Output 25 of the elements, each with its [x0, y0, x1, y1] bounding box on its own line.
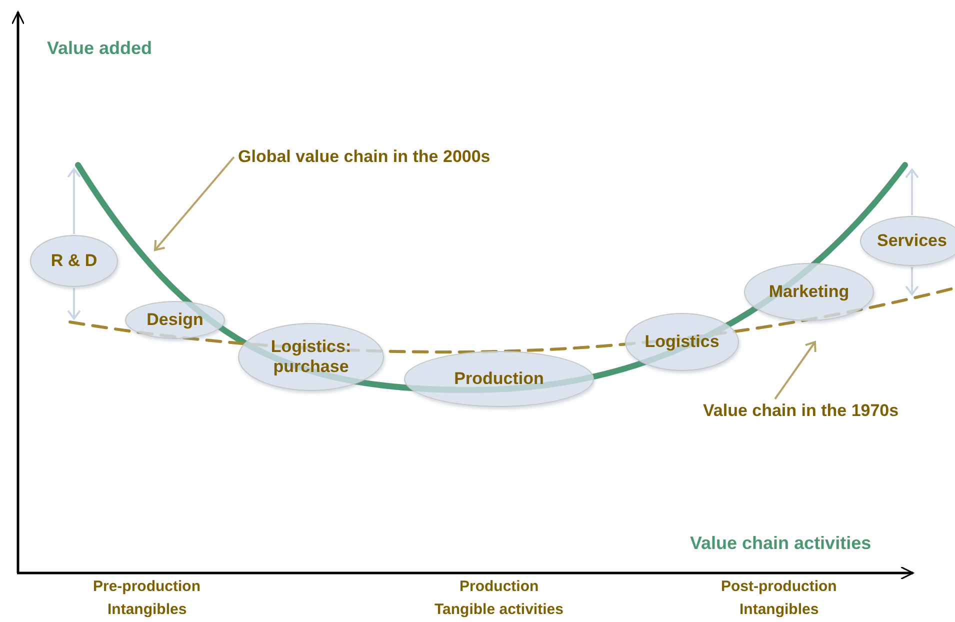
activity-label: Logistics: purchase — [270, 337, 352, 377]
activity-ellipse — [30, 235, 118, 287]
axis-title: Value added — [47, 38, 152, 59]
activity-label: Logistics — [644, 332, 720, 352]
phase-label: Tangible activities — [434, 601, 564, 618]
callout-text: Value chain in the 1970s — [703, 401, 899, 421]
leader-line — [774, 341, 816, 400]
arrow — [67, 288, 81, 320]
leader-line — [154, 156, 235, 251]
phase-label: Production — [460, 578, 539, 595]
activity-label: R & D — [50, 251, 98, 271]
arrow — [905, 267, 919, 296]
arrow — [905, 168, 919, 215]
axis-title: Value chain activities — [690, 533, 872, 554]
activity-label: Production — [454, 369, 544, 389]
activity-label: Marketing — [768, 282, 850, 302]
phase-label: Post-production — [721, 578, 837, 595]
activity-label: Design — [146, 310, 204, 330]
callout-text: Global value chain in the 2000s — [238, 147, 490, 167]
phase-label: Intangibles — [108, 601, 187, 618]
phase-label: Intangibles — [740, 601, 819, 618]
activity-label: Services — [877, 231, 947, 251]
arrow — [67, 168, 81, 234]
activity-ellipse — [860, 216, 955, 266]
phase-label: Pre-production — [93, 578, 200, 595]
